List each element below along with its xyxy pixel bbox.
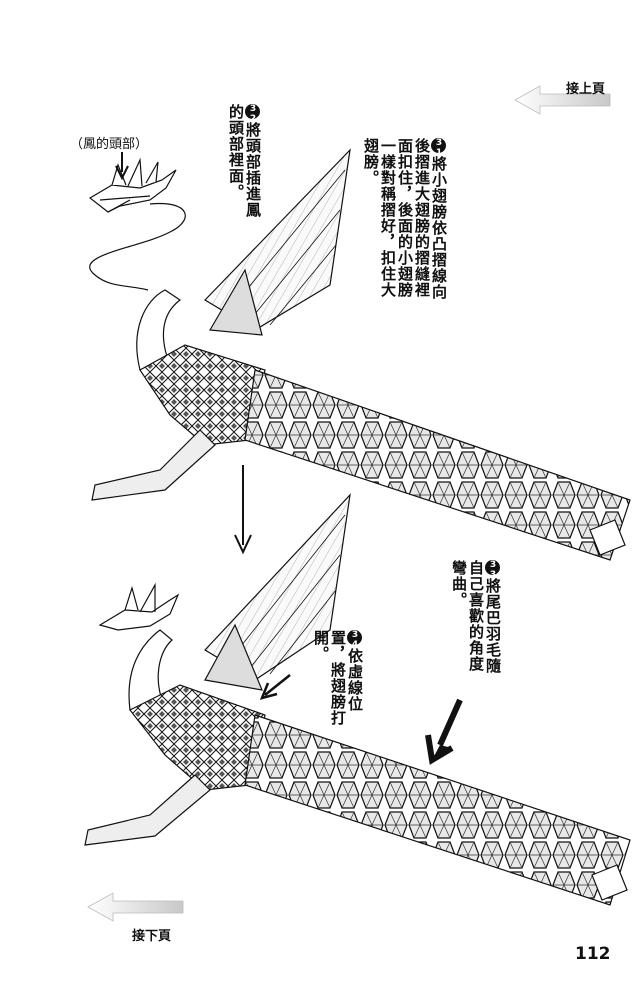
continued-from-arrow-icon bbox=[514, 85, 611, 115]
continued-next-arrow-icon bbox=[87, 892, 184, 922]
step-34-text: 依虛線位置，將翅膀打開。 bbox=[312, 630, 364, 726]
step-31-number: 31 bbox=[431, 138, 446, 158]
step-33-number: 33 bbox=[485, 560, 500, 580]
step-32-text: 將頭部插進鳳的頭部裡面。 bbox=[227, 104, 262, 218]
step-33-text: 將尾巴羽毛隨自己喜歡的角度彎曲。 bbox=[450, 560, 502, 674]
head-pointer-arrow-icon bbox=[115, 152, 129, 181]
page-number: 112 bbox=[575, 944, 611, 964]
step-34-instruction: 34依虛線位置，將翅膀打開。 bbox=[312, 630, 364, 740]
tail-bend-arrowhead bbox=[432, 745, 452, 760]
open-wing-arrow-icon bbox=[259, 674, 291, 700]
step-transition-arrow-icon bbox=[234, 465, 252, 555]
head-caption: （鳳的頭部） bbox=[70, 137, 149, 152]
continued-from-label: 接上頁 bbox=[566, 82, 606, 97]
step-34-number: 34 bbox=[347, 630, 362, 650]
step-32-instruction: 32將頭部插進鳳的頭部裡面。 bbox=[227, 104, 262, 224]
step-31-text: 將小翅膀依凸摺線向後摺進大翅膀的摺縫裡面扣住，後面的小翅膀一樣對稱摺好，扣住大翅… bbox=[362, 138, 448, 300]
step-32-number: 32 bbox=[245, 104, 260, 124]
step-33-instruction: 33將尾巴羽毛隨自己喜歡的角度彎曲。 bbox=[450, 560, 502, 680]
step-31-instruction: 31將小翅膀依凸摺線向後摺進大翅膀的摺縫裡面扣住，後面的小翅膀一樣對稱摺好，扣住… bbox=[362, 138, 448, 310]
phoenix-step-31-drawing bbox=[91, 148, 631, 561]
head-insert-path bbox=[89, 202, 186, 291]
phoenix-step-33-drawing bbox=[84, 493, 631, 906]
continued-next-label: 接下頁 bbox=[132, 929, 172, 944]
loose-head-drawing bbox=[88, 157, 177, 213]
